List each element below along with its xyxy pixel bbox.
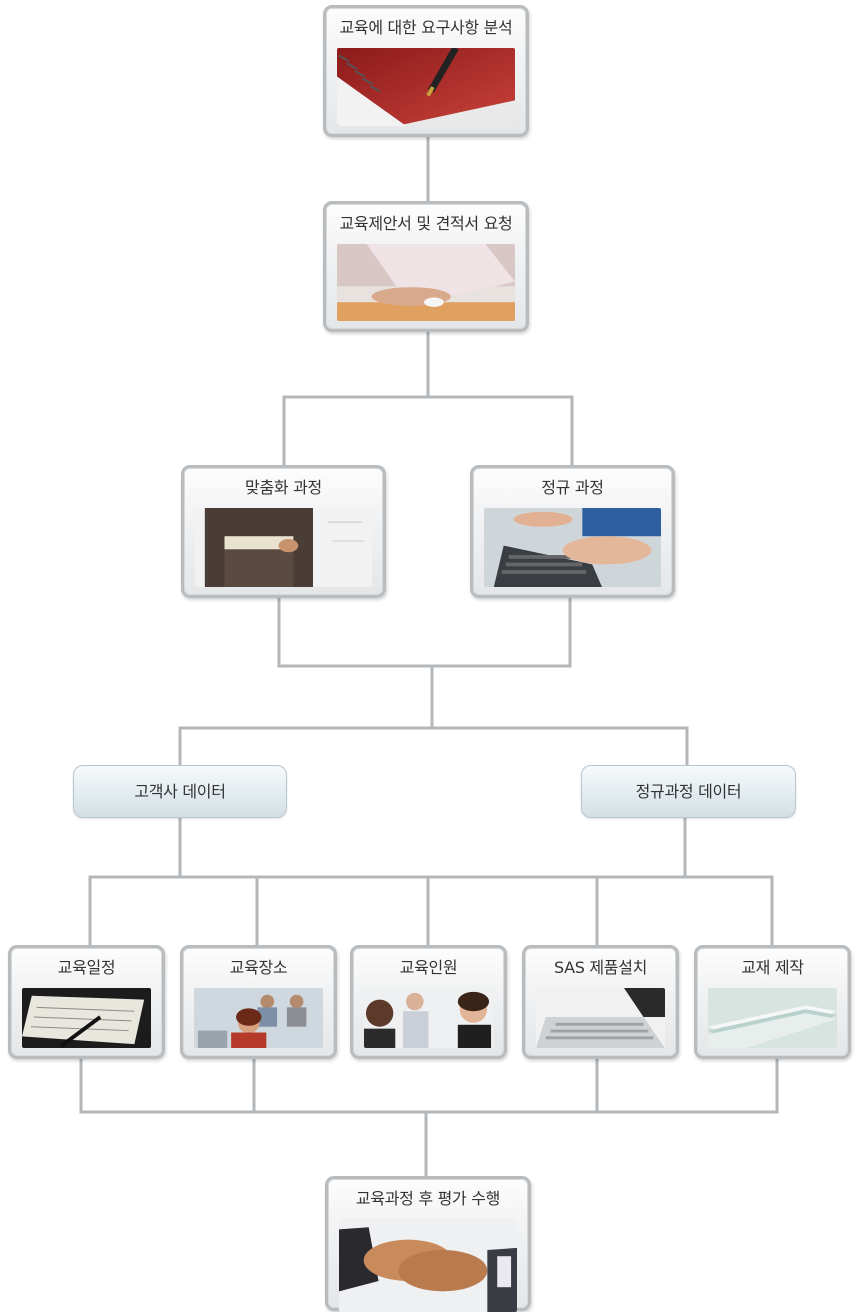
step-title: 교육일정 xyxy=(57,958,116,977)
handshake-photo xyxy=(339,1219,517,1312)
client-data-label: 고객사 데이터 xyxy=(73,765,287,818)
laptop-keyboard-photo xyxy=(536,988,665,1048)
step-title: 교육제안서 및 견적서 요청 xyxy=(339,214,513,233)
step-materials: 교재 제작 xyxy=(694,945,851,1059)
step-requirements-analysis: 교육에 대한 요구사항 분석 xyxy=(323,5,529,137)
planner-pen-photo xyxy=(22,988,151,1048)
step-title: 맞춤화 과정 xyxy=(245,478,322,497)
step-title: 교재 제작 xyxy=(741,958,804,977)
step-proposal-request: 교육제안서 및 견적서 요청 xyxy=(323,201,529,332)
step-title: SAS 제품설치 xyxy=(553,958,648,977)
notebook-pen-photo xyxy=(337,48,515,126)
typing-keyboard-photo xyxy=(484,508,661,587)
business-people-photo xyxy=(364,988,493,1048)
step-staff: 교육인원 xyxy=(350,945,507,1059)
paper-stack-photo xyxy=(708,988,837,1048)
classroom-photo xyxy=(194,988,323,1048)
hand-mouse-photo xyxy=(337,244,515,321)
step-custom-course: 맞춤화 과정 xyxy=(181,465,386,598)
step-regular-course: 정규 과정 xyxy=(470,465,675,598)
step-venue: 교육장소 xyxy=(180,945,337,1059)
step-title: 교육에 대한 요구사항 분석 xyxy=(339,18,513,37)
step-title: 교육장소 xyxy=(229,958,288,977)
step-sas-install: SAS 제품설치 xyxy=(522,945,679,1059)
step-title: 교육인원 xyxy=(399,958,458,977)
regular-data-label: 정규과정 데이터 xyxy=(581,765,796,818)
person-reading-book-photo xyxy=(195,508,372,587)
step-title: 정규 과정 xyxy=(541,478,604,497)
step-evaluation: 교육과정 후 평가 수행 xyxy=(325,1176,531,1312)
step-title: 교육과정 후 평가 수행 xyxy=(355,1189,501,1208)
step-schedule: 교육일정 xyxy=(8,945,165,1059)
